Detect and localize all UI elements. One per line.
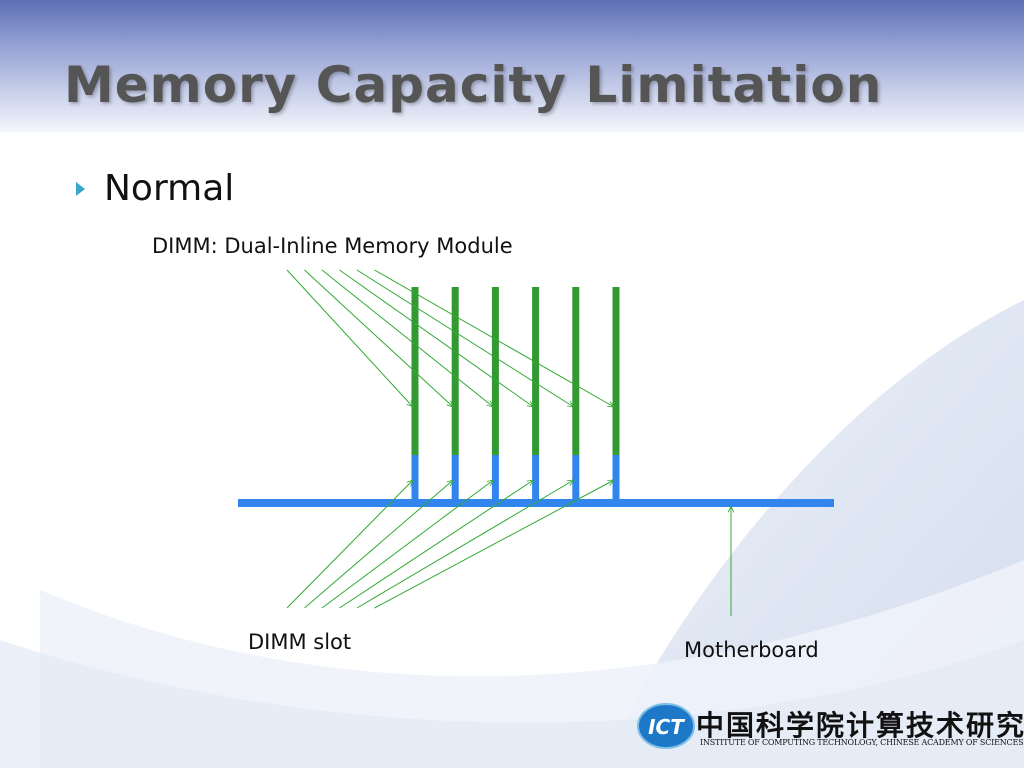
logo-chinese-name: 中国科学院计算技术研究所 bbox=[696, 709, 1024, 742]
slot-pointer-arrow-3 bbox=[321, 480, 493, 609]
memory-module-2 bbox=[451, 287, 459, 455]
memory-module-4 bbox=[532, 287, 540, 455]
module-pointer-arrow-2 bbox=[304, 269, 454, 407]
slot-pointer-arrow-4 bbox=[339, 480, 534, 609]
memory-module-5 bbox=[572, 287, 580, 455]
ict-logo: ICT 中国科学院计算技术研究所 INSTITUTE OF COMPUTING … bbox=[636, 700, 1024, 756]
dimm-slot-2 bbox=[451, 455, 459, 499]
slot-pointer-arrow-2 bbox=[304, 480, 454, 609]
slot-pointer-arrow-5 bbox=[356, 480, 574, 609]
module-pointer-arrow-6 bbox=[374, 269, 615, 407]
slot-pointer-arrow-6 bbox=[374, 480, 615, 609]
dimm-slots bbox=[411, 455, 620, 499]
bullet-text: Normal bbox=[104, 168, 235, 209]
slide-title: Memory Capacity Limitation bbox=[64, 56, 883, 114]
ict-logo-icon: ICT bbox=[637, 703, 695, 749]
dimm-slot-label: DIMM slot bbox=[248, 630, 352, 654]
module-pointer-arrow-1 bbox=[286, 269, 413, 407]
ict-logo-mark: ICT bbox=[648, 715, 685, 739]
dimm-slot-3 bbox=[491, 455, 499, 499]
memory-module-6 bbox=[612, 287, 620, 455]
dimm-slot-5 bbox=[572, 455, 580, 499]
dimm-slot-1 bbox=[411, 455, 419, 499]
header-band bbox=[0, 0, 1024, 132]
bullet-arrow-icon bbox=[76, 182, 85, 196]
memory-module-1 bbox=[411, 287, 419, 455]
module-pointer-arrow-4 bbox=[339, 269, 534, 407]
motherboard-bar bbox=[238, 499, 834, 507]
module-pointer-arrow-3 bbox=[321, 269, 493, 407]
pointer-arrows bbox=[286, 269, 731, 616]
memory-modules bbox=[411, 287, 620, 455]
dimm-slot-6 bbox=[612, 455, 620, 499]
dimm-slot-4 bbox=[532, 455, 540, 499]
module-pointer-arrow-5 bbox=[356, 269, 574, 407]
slot-pointer-arrow-1 bbox=[286, 480, 413, 609]
logo-english-name: INSTITUTE OF COMPUTING TECHNOLOGY, CHINE… bbox=[700, 738, 1024, 747]
motherboard-label: Motherboard bbox=[684, 638, 819, 662]
memory-module-3 bbox=[491, 287, 499, 455]
dimm-label: DIMM: Dual-Inline Memory Module bbox=[152, 234, 513, 258]
